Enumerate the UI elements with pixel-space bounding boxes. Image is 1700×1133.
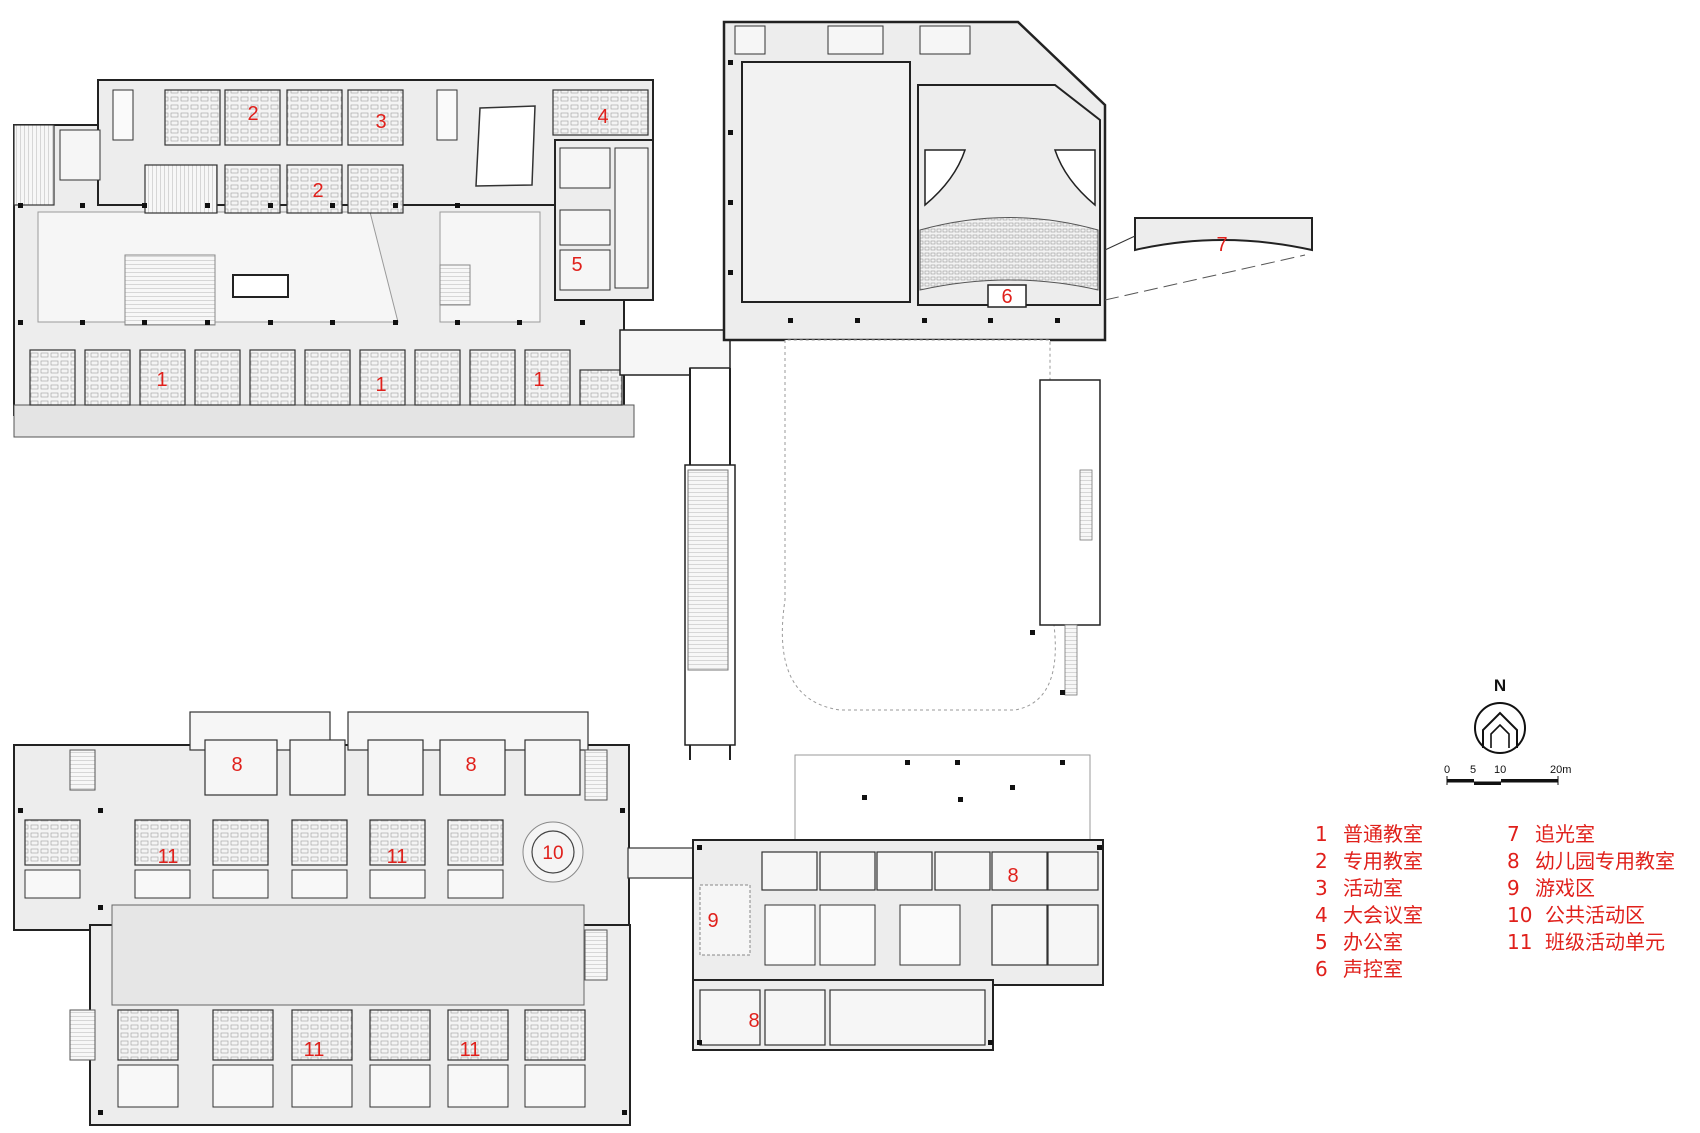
room-label-11-upper-b: 11 [387, 846, 408, 868]
scale-tick-0: 0 [1444, 764, 1451, 776]
connector-corridor-north [619, 329, 736, 760]
room-label-7: 7 [1216, 234, 1227, 256]
scale-tick-20m: 20m [1550, 764, 1572, 776]
auditorium-block [722, 20, 1107, 342]
room-label-4: 4 [597, 106, 608, 128]
room-label-1-east: 1 [533, 369, 544, 391]
room-label-2-north: 2 [247, 103, 258, 125]
followspot-room [1104, 217, 1313, 301]
room-label-11-upper-a: 11 [158, 846, 179, 868]
room-label-9: 9 [707, 910, 718, 932]
room-label-3: 3 [375, 111, 386, 133]
kindergarten-east-wing [692, 839, 1104, 1051]
room-label-8-kg-north-b: 8 [465, 754, 476, 776]
north-arrow-icon [1474, 702, 1526, 754]
room-label-6: 6 [1001, 286, 1012, 308]
room-label-8-east-wing-south: 8 [748, 1010, 759, 1032]
room-label-10: 10 [542, 843, 563, 864]
room-label-5: 5 [571, 254, 582, 276]
kindergarten-block [13, 711, 631, 1126]
room-label-2-central: 2 [312, 180, 323, 202]
room-label-11-lower-a: 11 [304, 1039, 325, 1061]
room-label-8-east-wing-north: 8 [1007, 865, 1018, 887]
central-plaza [781, 339, 1101, 841]
scale-tick-10: 10 [1494, 764, 1507, 776]
scale-bar [1446, 776, 1559, 785]
north-label: N [1493, 676, 1507, 695]
room-label-11-lower-b: 11 [460, 1039, 481, 1061]
room-label-1-middle: 1 [375, 374, 386, 396]
teaching-block-north [13, 79, 654, 438]
room-label-1-west: 1 [156, 369, 167, 391]
room-label-8-kg-north-a: 8 [231, 754, 242, 776]
connector-corridor-south [627, 847, 697, 879]
room-number-labels: 2 3 4 2 5 1 1 1 6 7 8 8 8 8 9 10 11 11 1… [156, 103, 1227, 1061]
scale-tick-5: 5 [1470, 764, 1477, 776]
